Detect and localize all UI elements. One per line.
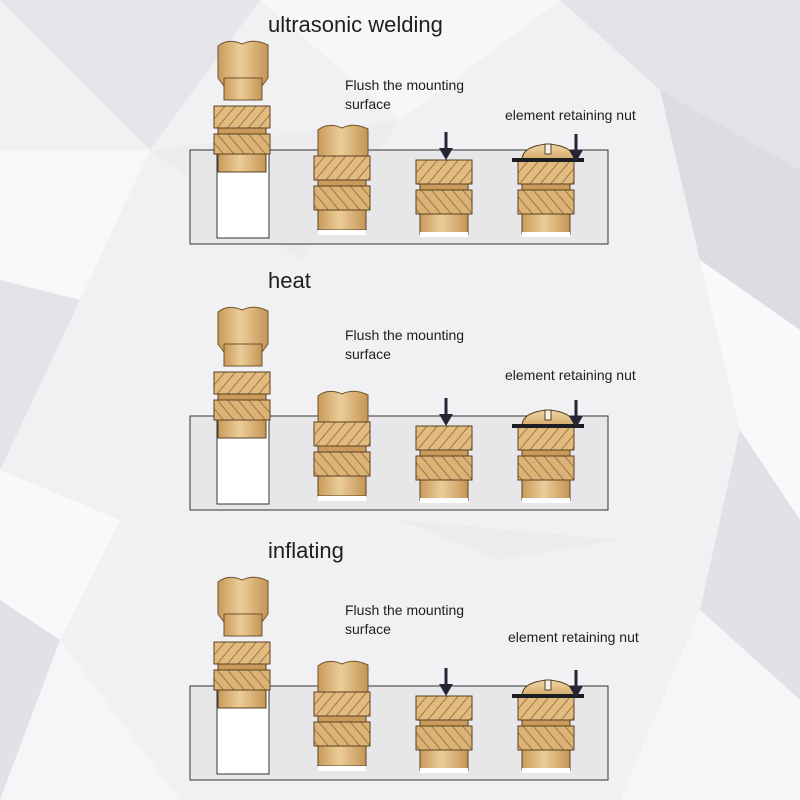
nut-label-3: element retaining nut: [508, 629, 639, 645]
flush-label-line1: Flush the mounting: [345, 77, 465, 93]
flush-label-line2: surface: [345, 621, 391, 637]
nut-label-1: element retaining nut: [505, 107, 636, 123]
flush-label-3: Flush the mounting surface: [345, 601, 464, 639]
flush-label-line2: surface: [345, 346, 391, 362]
section-title-heat: heat: [268, 268, 311, 293]
diagram-ultrasonic-welding: [190, 41, 608, 244]
nut-label-2: element retaining nut: [505, 367, 636, 383]
flush-label-2: Flush the mounting surface: [345, 326, 464, 364]
flush-label-1: Flush the mounting surface: [345, 76, 464, 114]
flush-label-line1: Flush the mounting: [345, 602, 465, 618]
section-title-inflating: inflating: [268, 538, 344, 563]
flush-label-line1: Flush the mounting: [345, 327, 465, 343]
section-title-ultrasonic-welding: ultrasonic welding: [268, 12, 443, 37]
flush-label-line2: surface: [345, 96, 391, 112]
